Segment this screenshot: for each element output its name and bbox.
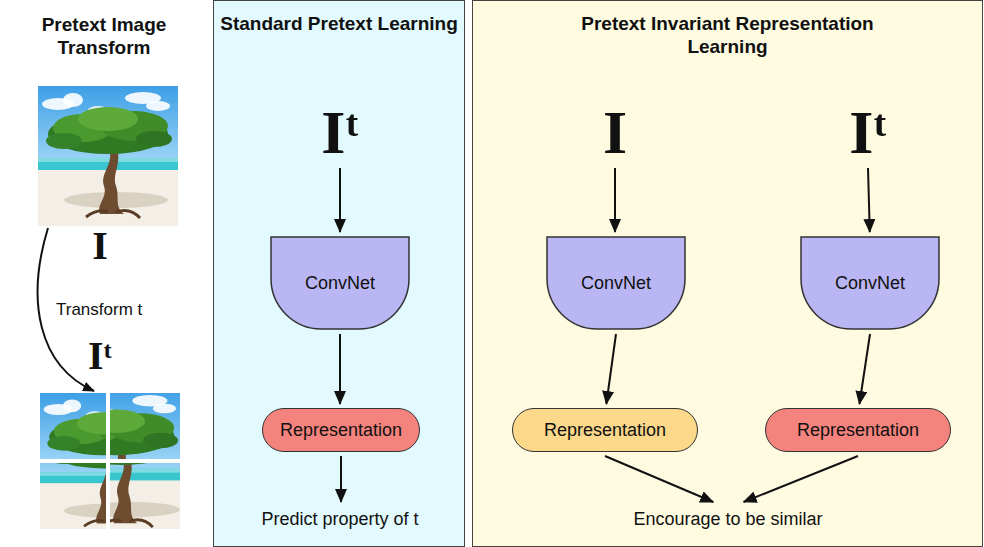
convnet-block: ConvNet bbox=[270, 236, 410, 330]
convnet-block: ConvNet bbox=[800, 236, 940, 330]
column-title: Pretext Image Transform bbox=[6, 14, 202, 60]
convnet-outline bbox=[271, 237, 409, 329]
output-text-text: Encourage to be similar bbox=[633, 509, 822, 530]
flow-arrow bbox=[614, 168, 616, 232]
image-symbol: I bbox=[60, 226, 140, 266]
input-symbol: Iᵗ bbox=[300, 100, 380, 164]
panel-band: Pretext Invariant Representation Learnin… bbox=[472, 0, 983, 547]
representation-pill-text: Representation bbox=[544, 420, 666, 441]
convnet-outline bbox=[547, 237, 685, 329]
convnet-block-text: ConvNet bbox=[835, 273, 905, 294]
convnet-block-text: ConvNet bbox=[581, 273, 651, 294]
panel-heading: Pretext Invariant Representation Learnin… bbox=[558, 13, 898, 59]
input-symbol-text: I bbox=[603, 101, 627, 163]
image-symbol: Iᵗ bbox=[60, 336, 140, 376]
convnet-block: ConvNet bbox=[546, 236, 686, 330]
flow-arrow bbox=[605, 456, 713, 502]
representation-pill: Representation bbox=[765, 408, 951, 452]
source-image bbox=[38, 86, 178, 226]
representation-pill-text: Representation bbox=[797, 420, 919, 441]
representation-pill: Representation bbox=[512, 408, 698, 452]
flow-arrow bbox=[744, 456, 858, 502]
flow-arrow bbox=[859, 334, 870, 404]
flow-arrow bbox=[339, 334, 341, 404]
input-symbol: I bbox=[585, 100, 645, 164]
flow-arrow bbox=[339, 168, 341, 232]
input-symbol: Iᵗ bbox=[828, 100, 908, 164]
flow-arrow bbox=[868, 168, 870, 232]
flow-arrow bbox=[606, 334, 616, 404]
convnet-block-text: ConvNet bbox=[305, 273, 375, 294]
transform-label: Transform t bbox=[56, 300, 186, 320]
input-symbol-text: Iᵗ bbox=[321, 101, 358, 163]
panel-heading: Standard Pretext Learning bbox=[217, 13, 461, 36]
input-symbol-text: Iᵗ bbox=[849, 101, 886, 163]
output-text-text: Predict property of t bbox=[261, 509, 418, 530]
flow-arrow bbox=[340, 456, 342, 502]
output-text: Predict property of t bbox=[240, 506, 440, 532]
convnet-outline bbox=[801, 237, 939, 329]
representation-pill: Representation bbox=[262, 408, 420, 452]
representation-pill-text: Representation bbox=[280, 420, 402, 441]
panel-band: Standard Pretext LearningIᵗConvNetRepres… bbox=[213, 0, 465, 547]
image-patch bbox=[54, 399, 190, 535]
output-text: Encourage to be similar bbox=[618, 506, 838, 532]
